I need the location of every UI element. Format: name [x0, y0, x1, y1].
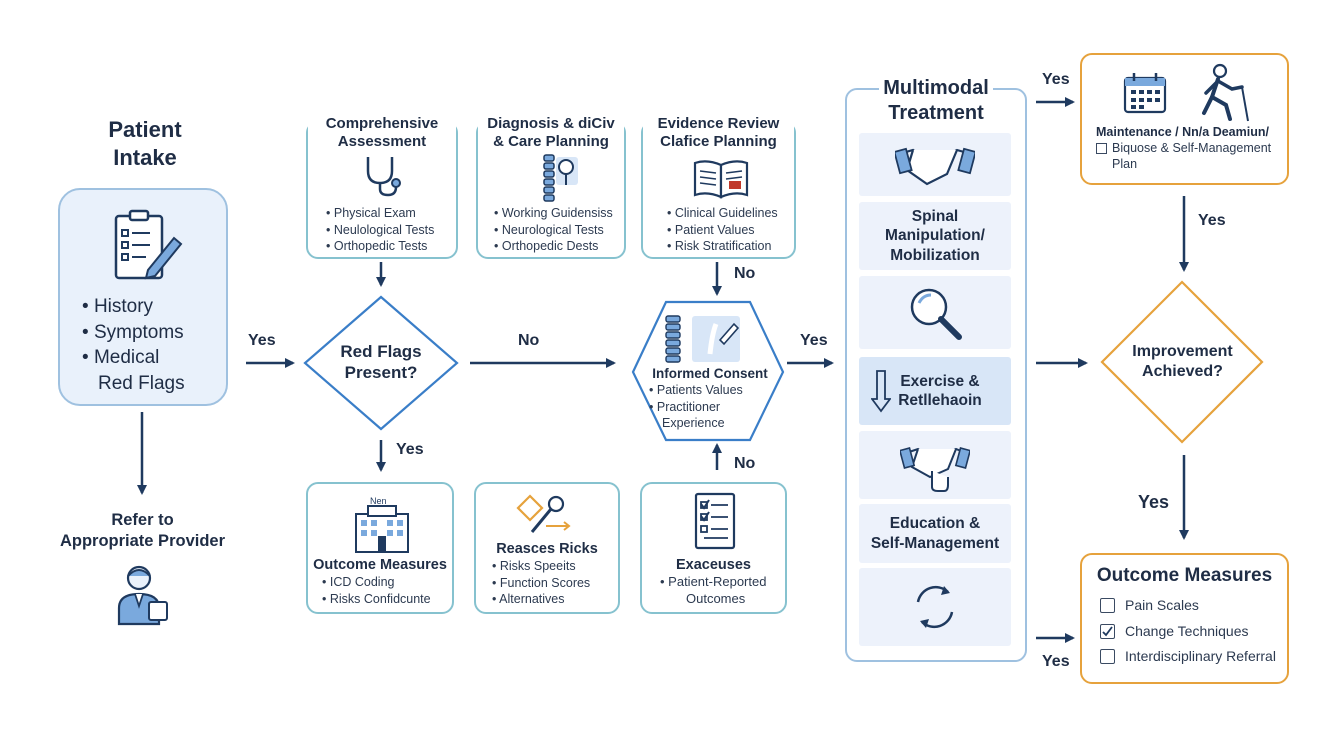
evidence-box: Evidence Review Clafice Planning Clinica… — [641, 115, 796, 259]
treatment-spinal: Spinal Manipulation/ Mobilization — [859, 202, 1011, 270]
diagnosis-items: Working Guidensiss Neurological Tests Or… — [494, 205, 613, 255]
intake-items: • History • Symptoms • Medical Red Flags — [82, 296, 185, 394]
exaceuses-extra: Outcomes — [686, 591, 746, 606]
checkbox[interactable] — [1100, 597, 1115, 613]
outcome-left-title: Outcome Measures — [313, 557, 447, 573]
treatment-handshake-touch — [859, 431, 1011, 499]
checkbox-checked[interactable] — [1100, 623, 1115, 639]
outcome-item-pain[interactable]: Pain Scales — [1100, 597, 1199, 613]
handshake-icon — [895, 147, 975, 185]
yes-label-improvement: Yes — [1138, 492, 1170, 512]
outcome-left-items: ICD Coding Risks Confidcunte — [322, 574, 431, 607]
exaceuses-items: Patient-Reported — [660, 574, 766, 591]
checklist-icon — [694, 492, 736, 550]
no-label-evidence: No — [734, 265, 756, 282]
consent-extra: Experience — [662, 416, 725, 430]
building-icon — [355, 505, 409, 553]
spine-icon — [543, 154, 578, 202]
magnifier-icon — [910, 288, 962, 340]
spine-pen-icon — [665, 315, 740, 363]
book-icon — [693, 160, 749, 199]
diagnosis-title: Diagnosis & diCiv & Care Planning — [478, 115, 624, 151]
exaceuses-box: Exaceuses Patient-Reported Outcomes — [640, 482, 787, 614]
maintenance-line3: Plan — [1112, 157, 1138, 171]
risk-icon — [516, 494, 571, 533]
outcome-right-box: Outcome Measures Pain Scales Change Tech… — [1080, 553, 1289, 684]
checkbox[interactable] — [1100, 648, 1115, 664]
calendar-icon — [1123, 73, 1167, 114]
provider-icon — [117, 565, 168, 626]
handshake-touch-icon — [900, 447, 970, 492]
treatment-handshake — [859, 133, 1011, 196]
treatment-magnifier — [859, 276, 1011, 349]
stethoscope-icon — [366, 157, 401, 197]
redflags-label: Red Flags Present? — [340, 342, 422, 382]
refer-label: Refer to Appropriate Provider — [59, 511, 226, 550]
yes-label-bottom: Yes — [1042, 653, 1070, 670]
maintenance-box: Maintenance / Nn/a Deamiun/ Biquose & Se… — [1080, 53, 1289, 185]
assessment-box: Comprehensive Assessment Physical Exam N… — [306, 115, 458, 259]
cycle-icon — [916, 585, 954, 629]
diagnosis-box: Diagnosis & diCiv & Care Planning Workin… — [476, 115, 626, 259]
evidence-items: Clinical Guidelines Patient Values Risk … — [667, 205, 778, 255]
improvement-label: Improvement Achieved? — [1132, 343, 1233, 380]
treatment-education: Education & Self-Management — [859, 504, 1011, 563]
yes-label-top: Yes — [1042, 71, 1070, 88]
risks-items: Risks Speeits Function Scores Alternativ… — [492, 558, 590, 608]
outcome-item-referral[interactable]: Interdisciplinary Referral — [1100, 648, 1276, 664]
exaceuses-title: Exaceuses — [676, 557, 751, 573]
outcome-left-box: Nen Outcome Measures ICD Coding Risks Co… — [306, 482, 454, 614]
assessment-items: Physical Exam Neulological Tests Orthope… — [326, 205, 435, 255]
risks-title: Reasces Ricks — [496, 541, 598, 557]
evidence-title: Evidence Review Clafice Planning — [643, 115, 794, 151]
yes-label-intake: Yes — [248, 332, 276, 349]
treatment-exercise: Exercise & Retllehaoin — [859, 357, 1011, 425]
outcome-item-change[interactable]: Change Techniques — [1100, 623, 1249, 639]
outcome-left-badge: Nen — [370, 496, 387, 506]
yes-label-redflags: Yes — [396, 441, 424, 458]
no-label-exaceuses: No — [734, 455, 756, 472]
yes-label-consent: Yes — [800, 332, 828, 349]
consent-title: Informed Consent — [652, 366, 768, 381]
outcome-right-title: Outcome Measures — [1096, 565, 1273, 586]
intake-item: Symptoms — [93, 321, 184, 343]
clipboard-icon — [114, 209, 183, 280]
walking-person-icon — [1202, 63, 1249, 122]
intake-item: History — [93, 296, 154, 317]
intake-title: Patient Intake — [108, 117, 182, 170]
risks-box: Reasces Ricks Risks Speeits Function Sco… — [474, 482, 620, 614]
intake-box: • History • Symptoms • Medical Red Flags — [58, 188, 228, 406]
down-arrow-icon — [871, 370, 891, 413]
no-label-redflags: No — [518, 332, 540, 349]
improvement-diamond — [1100, 280, 1264, 444]
intake-item: Medical — [93, 347, 160, 368]
intake-item: Red Flags — [98, 372, 185, 394]
maintenance-checkbox[interactable] — [1096, 142, 1107, 154]
maintenance-line2: Biquose & Self-Management — [1096, 141, 1271, 155]
assessment-title: Comprehensive Assessment — [308, 115, 456, 151]
yes-label-maintenance: Yes — [1198, 212, 1226, 229]
treatment-title: Multimodal Treatment — [845, 76, 1027, 126]
treatment-cycle — [859, 568, 1011, 646]
redflags-diamond — [303, 295, 459, 431]
consent-items: Patients Values Practitioner — [649, 382, 743, 415]
maintenance-line1: Maintenance / Nn/a Deamiun/ — [1096, 125, 1269, 139]
